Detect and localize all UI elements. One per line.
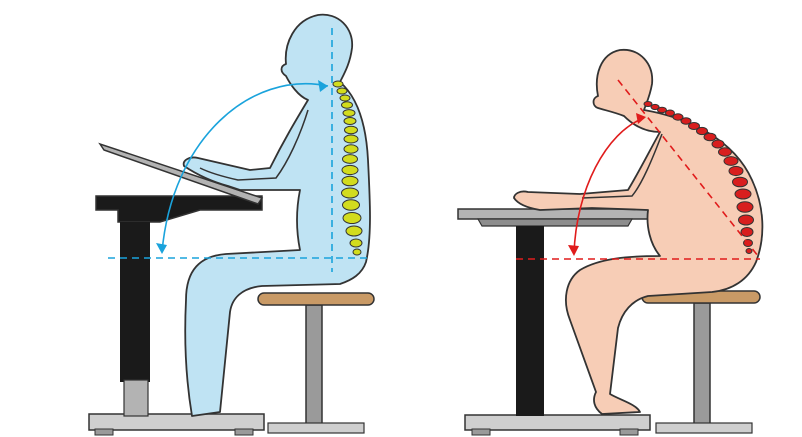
- right-stool: [642, 291, 760, 433]
- right-floor-base: [465, 415, 650, 435]
- correct-posture-panel: [89, 15, 374, 435]
- left-desk: [96, 196, 262, 416]
- left-stool: [258, 293, 374, 433]
- left-floor-base: [89, 414, 264, 435]
- incorrect-posture-panel: [458, 50, 762, 435]
- left-person-upright: [184, 15, 370, 416]
- right-person-slouched: [514, 50, 762, 414]
